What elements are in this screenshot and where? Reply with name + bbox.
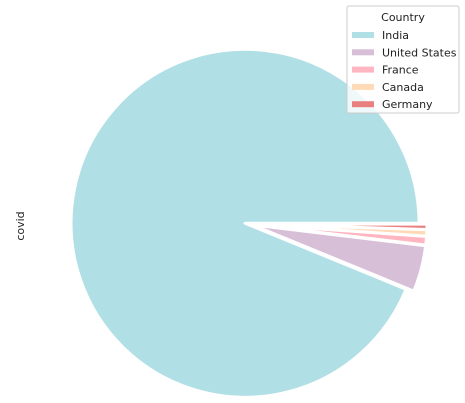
legend-swatch-united-states [352, 49, 374, 56]
legend-label-united-states: United States [382, 46, 457, 59]
pie-slice-germany [251, 222, 429, 232]
legend-label-india: India [382, 29, 409, 42]
legend-title: Country [381, 11, 425, 24]
legend-label-canada: Canada [382, 81, 424, 94]
legend-swatch-canada [352, 83, 374, 90]
legend-swatch-france [352, 66, 374, 73]
legend-swatch-germany [352, 101, 374, 108]
legend-label-germany: Germany [382, 98, 433, 111]
y-axis-label: covid [14, 211, 27, 240]
pie-slices [69, 47, 429, 399]
legend-frame [346, 5, 460, 114]
legend-swatch-india [352, 32, 374, 38]
legend-label-france: France [382, 64, 419, 77]
